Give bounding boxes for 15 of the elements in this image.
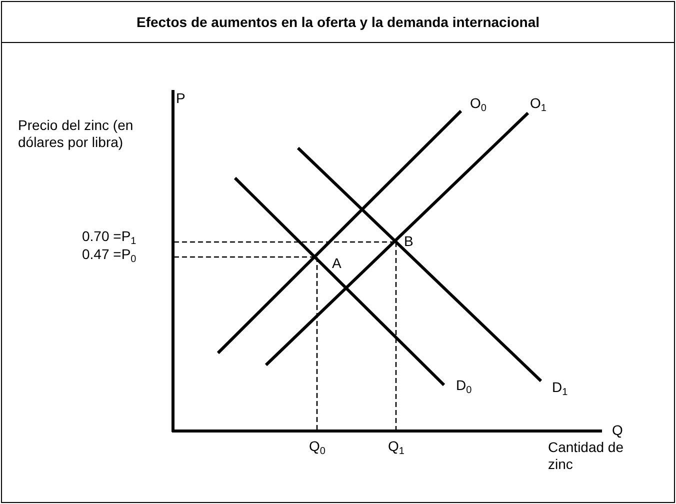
curve-label: D$_{1}$: [552, 379, 568, 396]
curve-label: O$_{0}$: [470, 95, 486, 112]
chart-title: Efectos de aumentos en la oferta y la demanda internacional: [2, 2, 674, 43]
tick-label: 0.70 =P$_{1}$: [82, 228, 136, 245]
curve-label: D$_{0}$: [456, 377, 472, 394]
axis-label: Cantidad de zinc: [548, 439, 625, 473]
axis-label: Precio del zinc (en dólares por libra): [18, 117, 134, 151]
curve-label: O$_{1}$: [530, 95, 546, 112]
axis-label: Q: [612, 422, 623, 439]
axis-label: P: [176, 90, 186, 107]
tick-label: Q$_{0}$: [309, 438, 326, 455]
tick-label: 0.47 =P$_{0}$: [82, 246, 136, 263]
tick-label: Q$_{1}$: [388, 438, 404, 455]
point-label: B: [404, 233, 414, 250]
point-label: A: [332, 255, 342, 272]
